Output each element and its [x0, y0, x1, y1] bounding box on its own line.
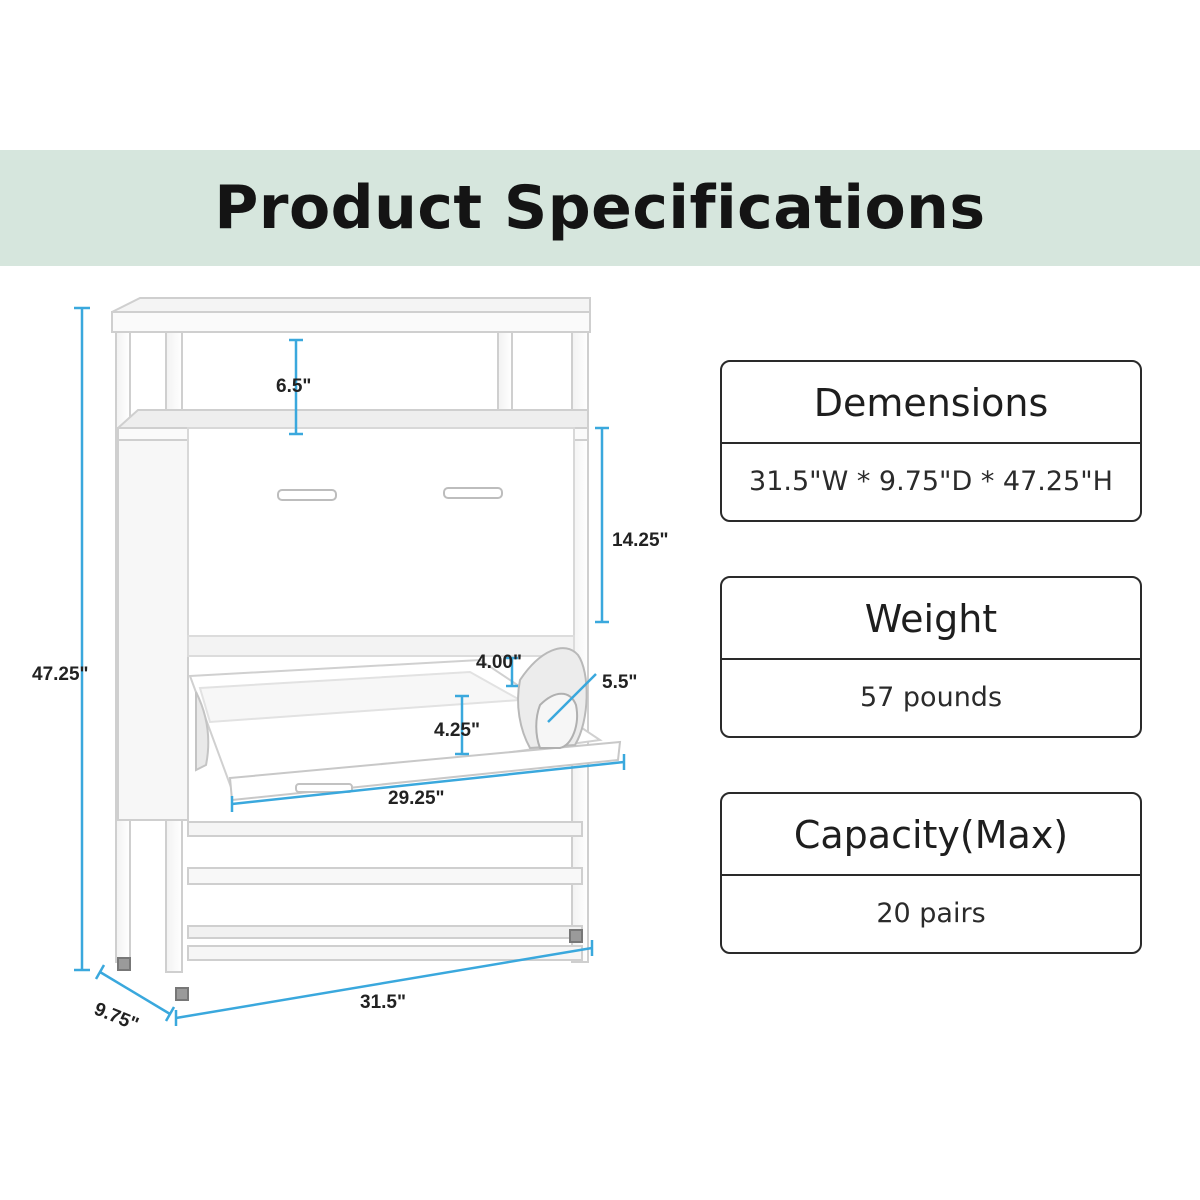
- depth-dimension-line: [99, 970, 171, 1016]
- spec-value: 57 pounds: [859, 682, 1003, 713]
- compartment-depth-label: 5.5": [602, 672, 637, 693]
- spec-card-dimensions: Demensions 31.5"W * 9.75"D * 47.25"H: [720, 360, 1142, 522]
- dimension-lines: [74, 306, 626, 1026]
- shoe-cabinet: [111, 297, 622, 1001]
- spec-label: Weight: [722, 578, 1140, 660]
- title-banner: Product Specifications: [0, 150, 1200, 266]
- spec-card-weight: Weight 57 pounds: [720, 576, 1142, 738]
- width-label: 31.5": [360, 992, 406, 1013]
- spec-value: 31.5"W * 9.75"D * 47.25"H: [749, 466, 1113, 497]
- compartment-gap-label: 4.00": [476, 652, 522, 673]
- spec-label: Demensions: [722, 362, 1140, 444]
- page-title: Product Specifications: [214, 173, 986, 243]
- spec-label: Capacity(Max): [722, 794, 1140, 876]
- width-dimension-line: [175, 946, 593, 1020]
- spec-card-capacity: Capacity(Max) 20 pairs: [720, 792, 1142, 954]
- drawer-height-label: 14.25": [612, 530, 669, 551]
- compartment-depth-dimension-line: [547, 673, 597, 723]
- drawer-width-label: 29.25": [388, 788, 445, 809]
- shelf-gap-label: 6.5": [276, 376, 311, 397]
- drawer-width-dimension-line: [231, 760, 625, 806]
- lower-gap-label: 4.25": [434, 720, 480, 741]
- height-label: 47.25": [32, 664, 89, 685]
- depth-label: 9.75": [91, 999, 142, 1036]
- spec-value: 20 pairs: [876, 898, 986, 929]
